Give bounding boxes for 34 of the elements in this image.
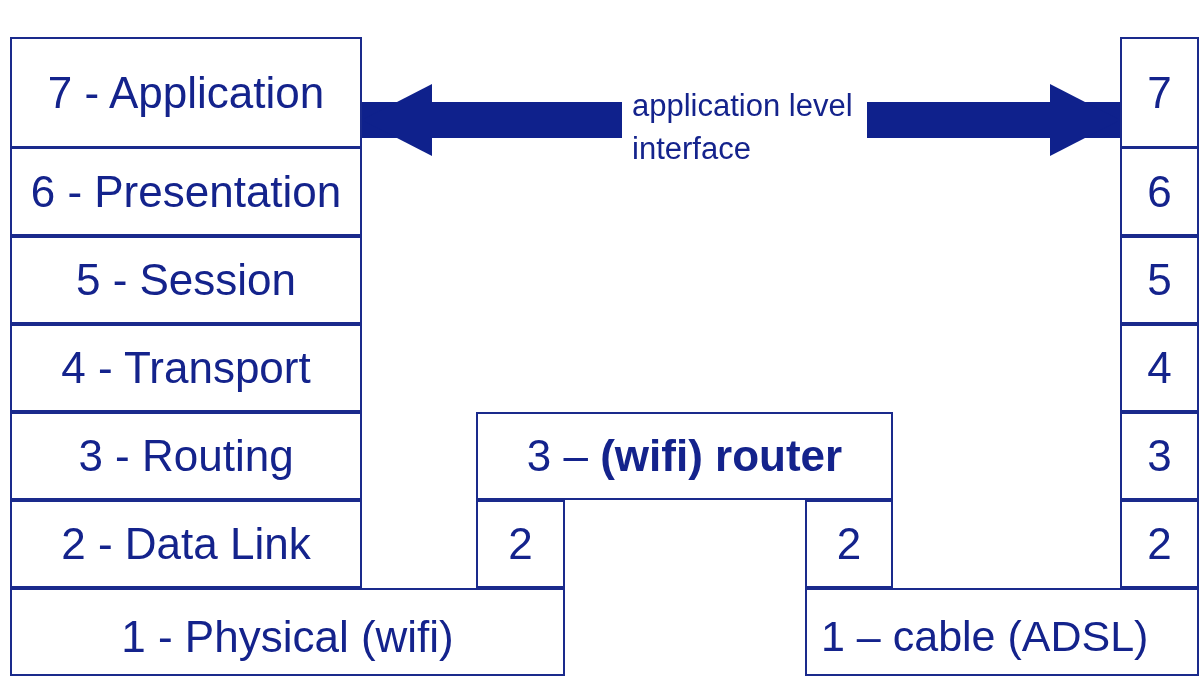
layer-box xyxy=(10,412,362,500)
layer-box xyxy=(1120,500,1199,588)
layer-label: 2 xyxy=(1147,519,1172,569)
layer-box xyxy=(1120,324,1199,412)
layer-label: 5 - Session xyxy=(75,255,297,305)
layer-box xyxy=(10,588,565,676)
layer-label: 7 - Application xyxy=(47,67,325,118)
layer-box xyxy=(10,236,362,324)
layer-box xyxy=(1120,236,1199,324)
layer-box xyxy=(10,324,362,412)
layer-label: 6 - Presentation xyxy=(30,166,342,217)
layer-label: 2 xyxy=(836,519,862,569)
layer-label: 3 xyxy=(1147,431,1172,481)
layer-label: 3 – (wifi) router xyxy=(526,431,843,481)
layer-box xyxy=(476,412,893,500)
layer-box xyxy=(1120,412,1199,500)
layer-label: 5 xyxy=(1147,255,1172,305)
layer-box xyxy=(805,588,1199,676)
layer-label: 2 - Data Link xyxy=(61,519,311,569)
layer-label: 7 xyxy=(1147,67,1172,118)
layer-box xyxy=(10,500,362,588)
layer-box xyxy=(805,500,893,588)
layer-label: 1 – cable (ADSL) xyxy=(821,612,1149,661)
layer-label: 4 xyxy=(1147,343,1172,393)
layer-label: 4 - Transport xyxy=(61,343,311,393)
layer-box xyxy=(476,500,565,588)
layer-box xyxy=(10,37,362,148)
layer-box xyxy=(1120,37,1199,148)
layer-box xyxy=(10,147,362,236)
layer-label: 6 xyxy=(1147,166,1172,217)
layer-label: 1 - Physical (wifi) xyxy=(121,612,454,662)
layer-box xyxy=(1120,147,1199,236)
layer-label: 2 xyxy=(508,519,533,569)
layer-label: 3 - Routing xyxy=(78,431,294,481)
